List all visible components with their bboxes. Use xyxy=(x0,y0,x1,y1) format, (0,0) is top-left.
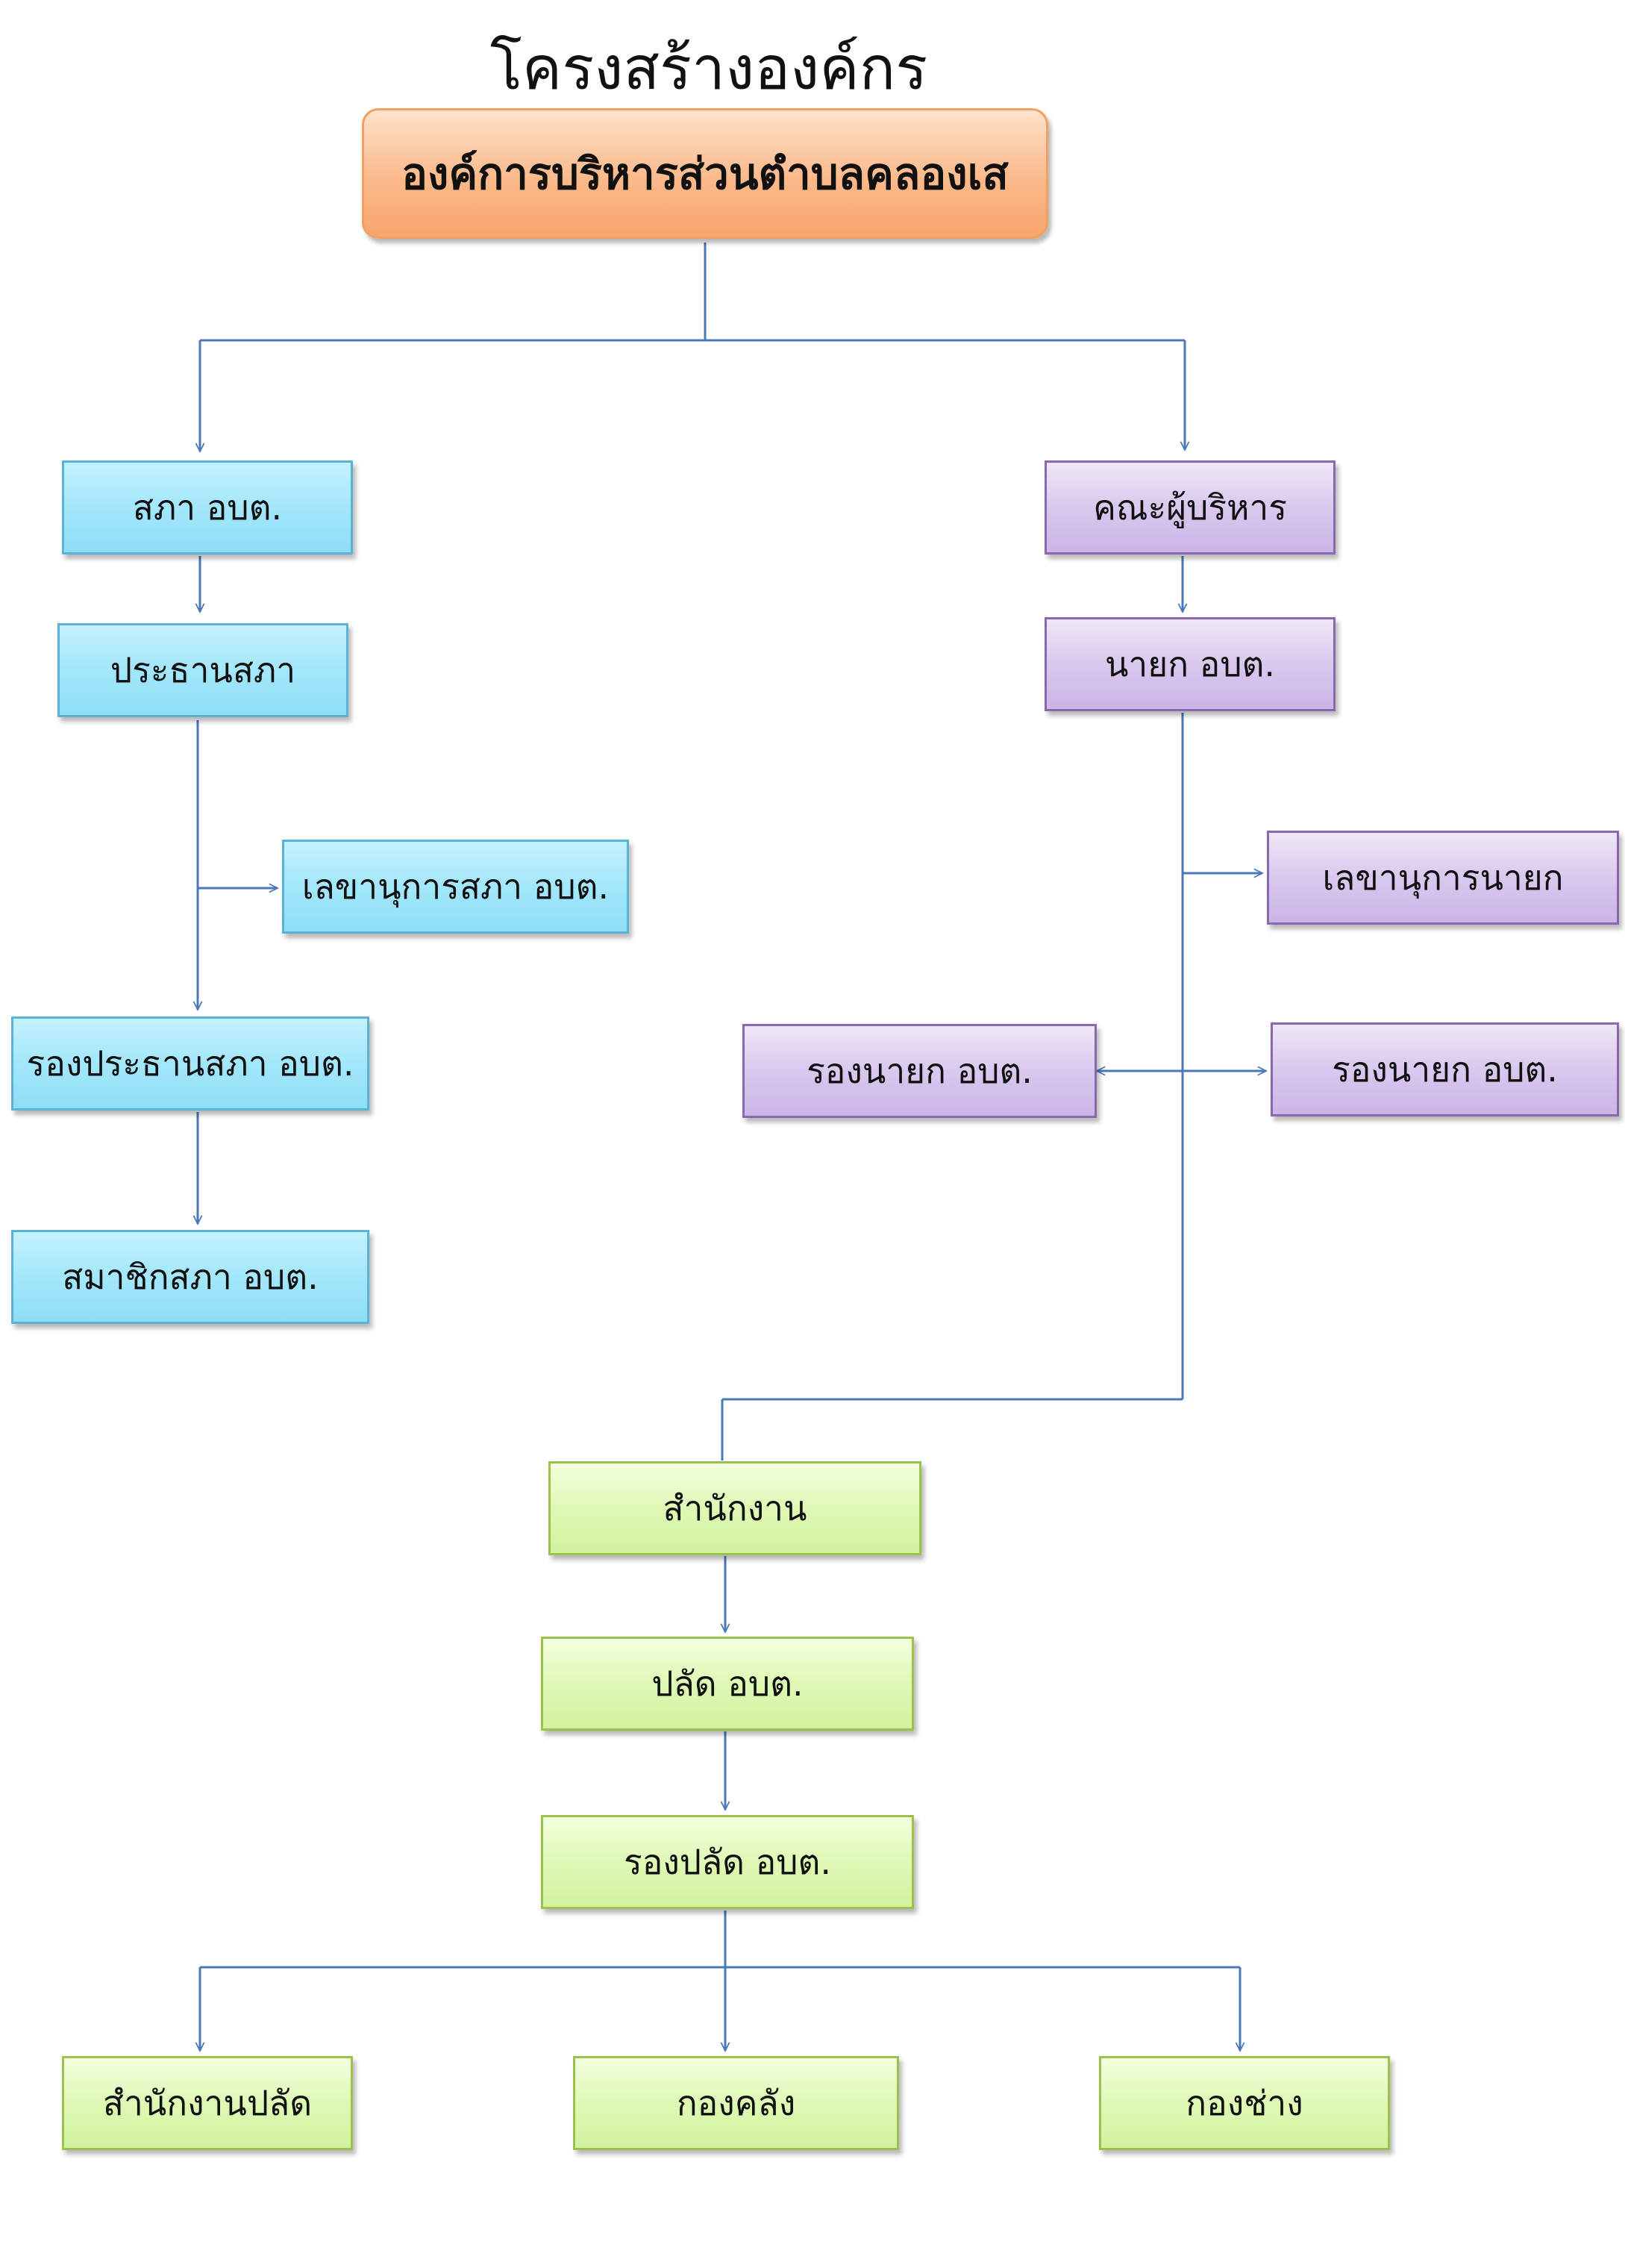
node-deputy-mayor-right: รองนายก อบต. xyxy=(1271,1022,1619,1116)
node-palad-office: สำนักงานปลัด xyxy=(62,2056,353,2150)
node-deputy-palad: รองปลัด อบต. xyxy=(541,1815,914,1909)
node-root: องค์การบริหารส่วนตำบลคลองเส xyxy=(362,108,1048,239)
chart-title: โครงสร้างองค์กร xyxy=(489,34,928,103)
node-mayor-secretary: เลขานุการนายก xyxy=(1267,831,1619,925)
node-council-vice-chair: รองประธานสภา อบต. xyxy=(11,1016,369,1110)
node-council-chair: ประธานสภา xyxy=(57,623,348,717)
node-council: สภา อบต. xyxy=(62,460,353,554)
node-mayor: นายก อบต. xyxy=(1045,617,1336,711)
node-office: สำนักงาน xyxy=(548,1461,921,1555)
node-executive-board: คณะผู้บริหาร xyxy=(1045,460,1336,554)
node-palad: ปลัด อบต. xyxy=(541,1637,914,1731)
node-finance-division: กองคลัง xyxy=(573,2056,899,2150)
node-deputy-mayor-left: รองนายก อบต. xyxy=(742,1024,1097,1118)
node-council-secretary: เลขานุการสภา อบต. xyxy=(282,840,629,934)
node-engineering-division: กองช่าง xyxy=(1099,2056,1390,2150)
node-council-member: สมาชิกสภา อบต. xyxy=(11,1230,369,1324)
